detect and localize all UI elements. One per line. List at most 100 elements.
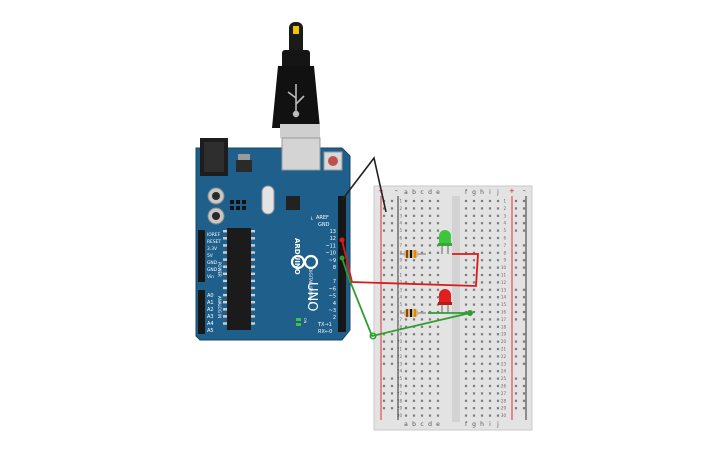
breadboard-hole[interactable]: [436, 355, 440, 358]
breadboard-hole[interactable]: [496, 377, 500, 380]
breadboard-hole[interactable]: [412, 266, 416, 269]
breadboard-hole[interactable]: [428, 333, 432, 336]
rail-hole[interactable]: [522, 310, 526, 314]
rail-hole[interactable]: [514, 407, 518, 410]
breadboard-hole[interactable]: [464, 362, 468, 365]
rail-hole[interactable]: [390, 244, 394, 247]
breadboard-hole[interactable]: [472, 362, 476, 365]
breadboard-hole[interactable]: [412, 199, 416, 203]
breadboard-hole[interactable]: [472, 199, 476, 203]
breadboard-hole[interactable]: [496, 414, 500, 417]
breadboard-hole[interactable]: [464, 347, 468, 351]
rail-hole[interactable]: [390, 392, 394, 395]
breadboard-hole[interactable]: [464, 199, 468, 203]
rail-hole[interactable]: [514, 207, 518, 210]
breadboard-hole[interactable]: [420, 310, 424, 314]
breadboard-hole[interactable]: [488, 303, 492, 306]
breadboard-hole[interactable]: [436, 392, 440, 395]
breadboard-hole[interactable]: [488, 251, 492, 254]
breadboard-hole[interactable]: [472, 325, 476, 328]
breadboard-hole[interactable]: [404, 384, 408, 388]
breadboard-hole[interactable]: [464, 251, 468, 254]
reset-button[interactable]: [323, 151, 343, 171]
rail-hole[interactable]: [514, 222, 518, 225]
breadboard-hole[interactable]: [428, 340, 432, 343]
breadboard-hole[interactable]: [436, 296, 440, 299]
breadboard-hole[interactable]: [472, 222, 476, 225]
breadboard-hole[interactable]: [436, 251, 440, 254]
rail-hole[interactable]: [522, 229, 526, 232]
rail-hole[interactable]: [390, 296, 394, 299]
rail-hole[interactable]: [522, 384, 526, 388]
breadboard-hole[interactable]: [472, 303, 476, 306]
breadboard-hole[interactable]: [472, 370, 476, 373]
breadboard-hole[interactable]: [464, 407, 468, 410]
breadboard-hole[interactable]: [412, 340, 416, 343]
breadboard-hole[interactable]: [428, 266, 432, 269]
breadboard-hole[interactable]: [412, 362, 416, 365]
breadboard-hole[interactable]: [420, 384, 424, 388]
breadboard-hole[interactable]: [496, 222, 500, 225]
rail-hole[interactable]: [522, 303, 526, 306]
breadboard-hole[interactable]: [428, 229, 432, 232]
breadboard-hole[interactable]: [404, 355, 408, 358]
breadboard-hole[interactable]: [412, 347, 416, 351]
breadboard-hole[interactable]: [496, 244, 500, 247]
breadboard-hole[interactable]: [488, 199, 492, 203]
breadboard-hole[interactable]: [480, 407, 484, 410]
breadboard-hole[interactable]: [464, 377, 468, 380]
rail-hole[interactable]: [382, 288, 386, 291]
breadboard-hole[interactable]: [428, 199, 432, 203]
breadboard-hole[interactable]: [428, 207, 432, 210]
wire-black-gnd[interactable]: [341, 156, 387, 213]
rail-hole[interactable]: [514, 288, 518, 291]
breadboard-hole[interactable]: [428, 273, 432, 277]
rail-hole[interactable]: [382, 244, 386, 247]
breadboard-hole[interactable]: [488, 281, 492, 284]
breadboard-hole[interactable]: [480, 207, 484, 210]
rail-hole[interactable]: [514, 340, 518, 343]
breadboard-hole[interactable]: [436, 340, 440, 343]
breadboard-hole[interactable]: [436, 318, 440, 321]
rail-hole[interactable]: [514, 251, 518, 254]
rail-hole[interactable]: [514, 259, 518, 262]
led-red[interactable]: [438, 289, 452, 313]
breadboard-hole[interactable]: [464, 222, 468, 225]
rail-hole[interactable]: [514, 303, 518, 306]
breadboard-hole[interactable]: [488, 214, 492, 217]
breadboard-hole[interactable]: [412, 384, 416, 388]
breadboard-hole[interactable]: [496, 207, 500, 210]
breadboard-hole[interactable]: [472, 333, 476, 336]
breadboard-hole[interactable]: [404, 273, 408, 277]
breadboard-hole[interactable]: [420, 229, 424, 232]
breadboard-hole[interactable]: [404, 199, 408, 203]
rail-hole[interactable]: [382, 318, 386, 321]
breadboard-hole[interactable]: [496, 407, 500, 410]
breadboard-hole[interactable]: [420, 340, 424, 343]
rail-hole[interactable]: [522, 214, 526, 217]
breadboard-hole[interactable]: [472, 229, 476, 232]
breadboard-hole[interactable]: [436, 229, 440, 232]
breadboard-hole[interactable]: [496, 333, 500, 336]
breadboard-hole[interactable]: [404, 347, 408, 351]
breadboard-hole[interactable]: [480, 384, 484, 388]
breadboard-hole[interactable]: [428, 303, 432, 306]
breadboard-hole[interactable]: [480, 236, 484, 240]
rail-hole[interactable]: [514, 199, 518, 203]
breadboard-hole[interactable]: [436, 384, 440, 388]
breadboard-hole[interactable]: [436, 214, 440, 217]
breadboard-hole[interactable]: [480, 281, 484, 284]
rail-hole[interactable]: [382, 399, 386, 402]
breadboard-hole[interactable]: [404, 288, 408, 291]
breadboard-hole[interactable]: [488, 296, 492, 299]
arduino-board[interactable]: [195, 137, 351, 341]
breadboard-hole[interactable]: [464, 236, 468, 240]
wire-red[interactable]: [341, 239, 479, 287]
breadboard-hole[interactable]: [496, 399, 500, 402]
breadboard-hole[interactable]: [496, 362, 500, 365]
breadboard-hole[interactable]: [464, 399, 468, 402]
breadboard-hole[interactable]: [420, 377, 424, 380]
breadboard-hole[interactable]: [488, 325, 492, 328]
breadboard-hole[interactable]: [404, 236, 408, 240]
breadboard-hole[interactable]: [488, 288, 492, 291]
